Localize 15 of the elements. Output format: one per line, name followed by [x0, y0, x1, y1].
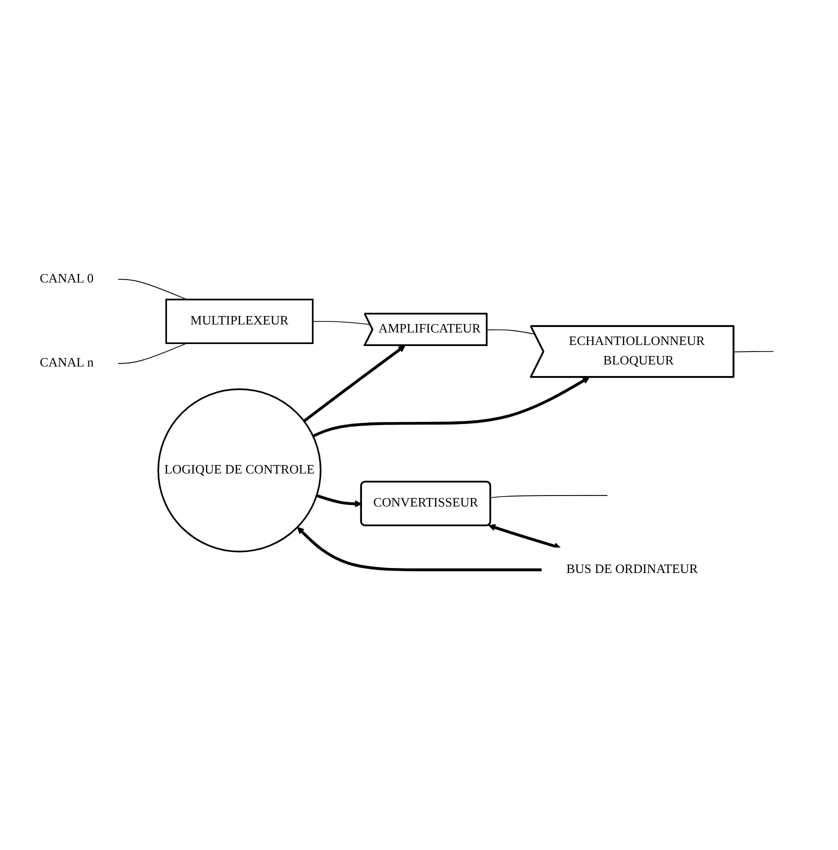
arrow	[297, 527, 542, 572]
node-text: CANAL 0	[40, 272, 94, 286]
connector	[312, 321, 371, 326]
connector	[486, 330, 536, 336]
arrow	[488, 524, 562, 550]
arrow	[312, 377, 590, 438]
connector	[117, 279, 188, 300]
arrow	[316, 494, 362, 508]
node-text: BUS DE ORDINATEUR	[566, 562, 698, 577]
node-text: CANAL n	[40, 356, 94, 370]
connector	[734, 352, 774, 353]
node-circle: LOGIQUE DE CONTROLE	[157, 388, 322, 553]
connector	[490, 495, 608, 499]
node-box: MULTIPLEXEUR	[165, 299, 314, 344]
arrow	[303, 346, 406, 423]
